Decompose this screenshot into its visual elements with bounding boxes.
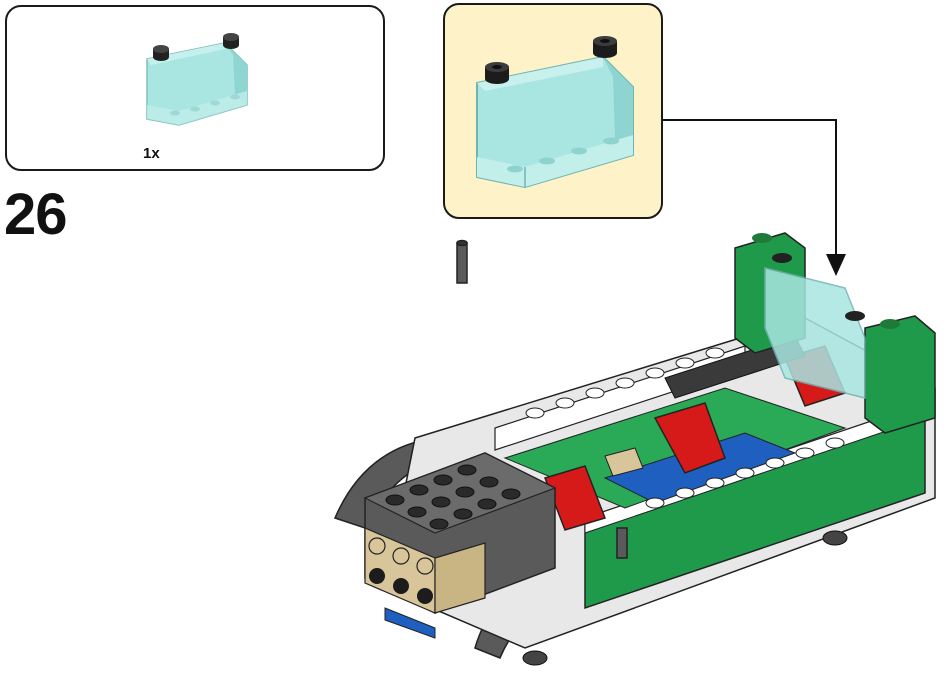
windscreen-callout-icon [476, 36, 634, 189]
part-quantity: 1x [143, 145, 160, 162]
step-number: 26 [4, 182, 68, 247]
arrow-down-icon [826, 254, 846, 276]
windscreen-part-icon [146, 33, 248, 126]
model-illustration [333, 232, 936, 666]
callout-box [443, 3, 663, 219]
parts-list-box: 1x [5, 5, 385, 171]
